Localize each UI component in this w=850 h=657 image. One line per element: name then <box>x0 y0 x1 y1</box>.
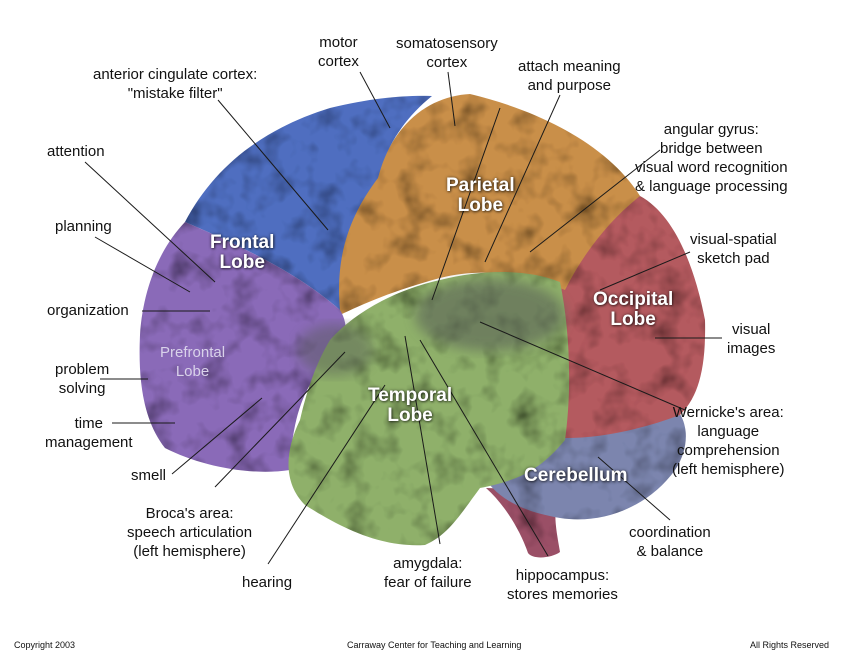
leader-limbic <box>431 107 501 301</box>
smell-label: smell <box>131 467 167 484</box>
hearing-label: hearing <box>242 574 293 591</box>
attention-label: attention <box>47 143 105 160</box>
frontal-lobe-region <box>185 95 432 310</box>
rights-text: All Rights Reserved <box>750 640 830 650</box>
leader-lines <box>84 71 722 565</box>
anterior-cingulate-label: anterior cingulate cortex:"mistake filte… <box>93 66 258 102</box>
occipital-lobe-region <box>560 196 706 438</box>
organization-label: organization <box>47 302 129 319</box>
leader-amygdala <box>404 335 441 545</box>
footer-center-text: Carraway Center for Teaching and Learnin… <box>347 640 522 650</box>
leader-smell <box>171 397 263 475</box>
leader-anterior-cingulate <box>217 99 329 231</box>
leader-coordination <box>597 456 671 521</box>
planning-label: planning <box>55 218 112 235</box>
leader-broca <box>214 351 346 488</box>
leader-attention <box>84 161 216 283</box>
cerebellum-region <box>480 404 686 520</box>
leader-motor-cortex <box>359 71 391 129</box>
leader-somatosensory <box>447 71 456 127</box>
insula-shadow <box>297 324 373 376</box>
coordination-label: coordination& balance <box>629 524 711 560</box>
leader-visual-spatial <box>599 251 691 291</box>
copyright-text: Copyright 2003 <box>14 640 76 650</box>
broca-label: Broca's area:speech articulation(left he… <box>127 505 253 560</box>
leader-wernicke <box>479 321 686 411</box>
parietal-lobe-region <box>336 94 640 315</box>
limbic-shadow <box>415 279 565 351</box>
leader-attach-meaning <box>484 94 561 263</box>
amygdala-label: amygdala:fear of failure <box>384 555 472 591</box>
leader-planning <box>94 236 191 293</box>
prefrontal-region <box>139 222 346 472</box>
leader-angular-gyrus <box>529 149 661 253</box>
hippocampus-label: hippocampus:stores memories <box>507 567 618 603</box>
leader-hearing <box>267 384 386 565</box>
leader-hippocampus <box>419 339 549 557</box>
cerebellum-label: Cerebellum <box>524 465 628 486</box>
